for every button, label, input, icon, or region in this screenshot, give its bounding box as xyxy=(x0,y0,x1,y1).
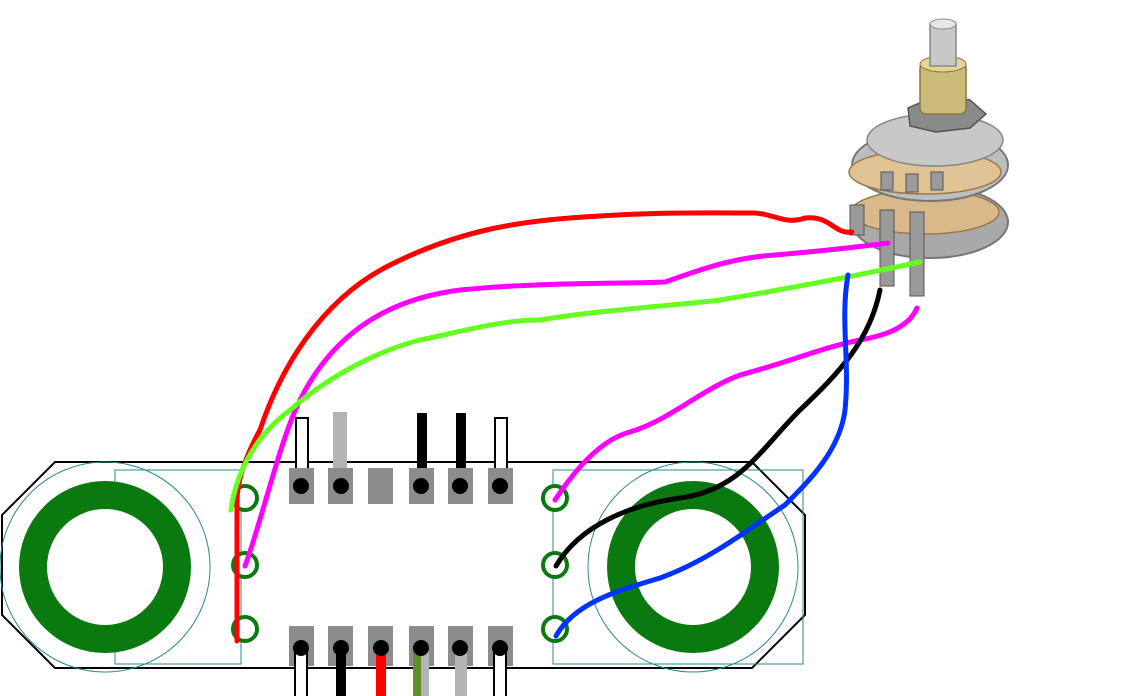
bottom-pin-3 xyxy=(368,626,393,696)
top-pin-1 xyxy=(289,417,314,504)
pad-right-3 xyxy=(541,615,569,643)
pot-terminal-3 xyxy=(930,171,944,191)
wire-magenta-upper xyxy=(242,240,891,569)
bottom-pin-header xyxy=(289,626,513,696)
wire-black xyxy=(553,287,883,569)
top-pin-4 xyxy=(409,413,434,504)
top-pin-5 xyxy=(448,413,473,504)
wire-green xyxy=(228,259,923,513)
top-pin-6 xyxy=(488,417,513,504)
mounting-hole-right xyxy=(607,481,779,653)
mounting-hole-left xyxy=(19,481,191,653)
bottom-pin-4 xyxy=(409,626,434,696)
bottom-pin-6 xyxy=(488,626,513,696)
silkscreen-circle-left xyxy=(0,461,211,673)
pot-terminal-4 xyxy=(849,204,865,236)
pot-shaft-top xyxy=(929,18,957,30)
wire-red xyxy=(234,210,855,644)
top-pin-3 xyxy=(368,468,393,504)
bottom-pin-1 xyxy=(289,626,314,696)
bottom-pin-2 xyxy=(328,626,353,696)
silkscreen-circle-right xyxy=(587,461,799,673)
pot-terminal-1 xyxy=(880,171,894,191)
pot-terminal-5 xyxy=(879,209,895,287)
wire-magenta-lower xyxy=(552,305,920,503)
potentiometer xyxy=(848,18,1009,297)
wire-blue xyxy=(553,272,851,639)
pot-shaft xyxy=(929,23,957,67)
top-pin-2 xyxy=(328,412,353,504)
wires xyxy=(228,210,923,644)
bottom-pin-5 xyxy=(448,626,473,696)
pot-terminal-6 xyxy=(909,211,925,297)
top-pin-header xyxy=(289,412,513,504)
pot-terminal-2 xyxy=(905,173,919,193)
